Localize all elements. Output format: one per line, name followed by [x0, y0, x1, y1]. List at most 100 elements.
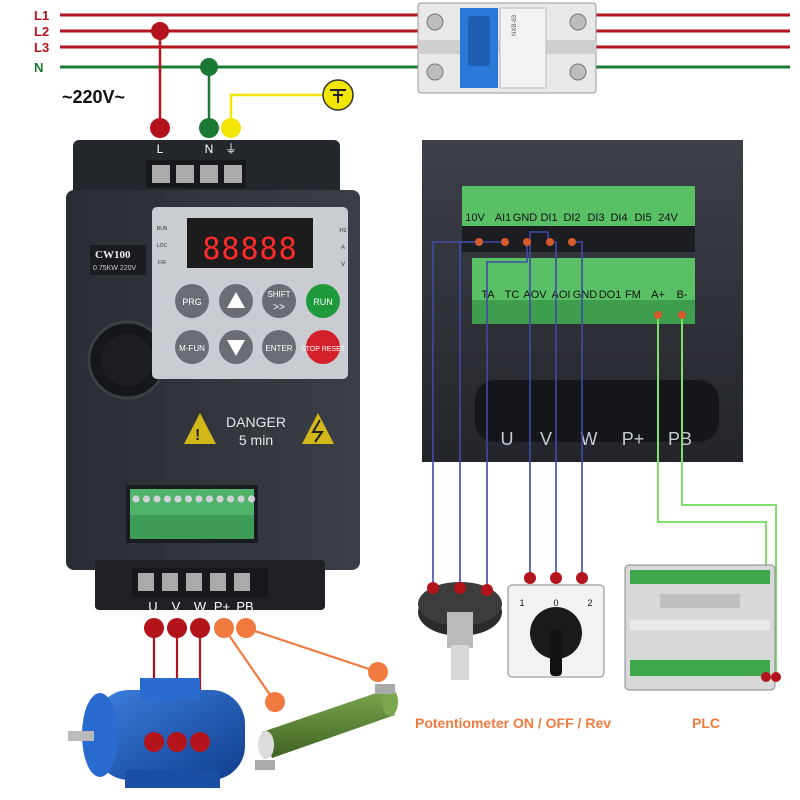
power-terminal-label-0: U	[501, 429, 514, 449]
circuit-breaker: NXB-63	[417, 2, 597, 94]
down-button[interactable]	[219, 330, 253, 364]
unit-led-label-2: V	[341, 262, 345, 268]
bottom-terminal-label-1: TC	[505, 289, 520, 301]
control-terminal-screw	[163, 495, 172, 503]
input-terminal-label-0: L	[157, 142, 164, 156]
plc-caption: PLC	[692, 715, 720, 731]
potentiometer	[418, 582, 502, 680]
power-terminal-label-2: W	[581, 429, 598, 449]
output-terminal-label-3: P+	[214, 599, 230, 614]
bottom-terminal-label-3: AOI	[552, 289, 571, 301]
top-terminal-label-1: AI1	[495, 212, 512, 224]
switch-position-label-2: 2	[587, 598, 592, 608]
up-arrow-icon	[227, 292, 245, 308]
power-terminal-labels: U V W P+ PB	[501, 429, 693, 449]
bottom-terminal-label-2: AOV	[523, 289, 547, 301]
top-terminal-label-8: 24V	[658, 212, 678, 224]
voltage-label: ~220V~	[62, 87, 125, 107]
bottom-terminal-label-6: FM	[625, 289, 641, 301]
top-terminal-label-7: DI5	[634, 212, 651, 224]
unit-led-label-0: Hz	[339, 228, 346, 234]
switch-position-label-0: 1	[519, 598, 524, 608]
svg-text:NXB-63: NXB-63	[512, 14, 518, 36]
top-terminal-label-6: DI4	[610, 212, 627, 224]
shift-button[interactable]: SHIFT >>	[262, 284, 296, 318]
svg-text:PRG: PRG	[182, 297, 202, 307]
control-terminal-screws	[132, 495, 256, 503]
control-terminal-screw	[247, 495, 256, 503]
input-terminal-label-1: N	[205, 142, 214, 156]
control-terminal-screw	[237, 495, 245, 503]
shift-arrow-icon: >>	[273, 302, 285, 313]
output-terminal-label-4: PB	[236, 599, 253, 614]
control-terminal-screw	[153, 495, 161, 503]
control-terminal-screw	[174, 495, 182, 503]
status-led-label-2: F/R	[158, 260, 166, 266]
stop-reset-button[interactable]: STOP RESET	[301, 330, 346, 364]
svg-text:STOP RESET: STOP RESET	[301, 346, 346, 353]
power-terminal-label-1: V	[540, 429, 552, 449]
unit-led-label-1: A	[341, 245, 345, 251]
rating-label: 0.75KW 220V	[93, 265, 137, 272]
run-button[interactable]: RUN	[306, 284, 340, 318]
bottom-terminal-label-8: B-	[677, 289, 688, 301]
status-led-label-0: RUN	[157, 226, 168, 232]
danger-label: DANGER	[226, 414, 286, 430]
junction-n	[200, 58, 218, 76]
svg-text:M-FUN: M-FUN	[179, 344, 205, 353]
label-n: N	[34, 60, 43, 75]
input-wiring	[150, 22, 354, 138]
bottom-terminal-label-7: A+	[651, 289, 665, 301]
bottom-terminal-label-0: TA	[481, 289, 495, 301]
label-l1: L1	[34, 8, 49, 23]
led-display	[187, 218, 313, 268]
warning-icon	[184, 413, 216, 444]
svg-text:RUN: RUN	[313, 297, 333, 307]
vfd-input-labels: L N ⏚	[157, 142, 237, 156]
switch-position-label-1: 0	[553, 598, 558, 608]
danger-time-label: 5 min	[239, 432, 273, 448]
top-terminal-label-2: GND	[513, 212, 538, 224]
control-terminal-screw	[195, 495, 203, 503]
down-arrow-icon	[227, 340, 245, 356]
shock-warning-icon	[302, 413, 334, 444]
top-terminal-label-5: DI3	[587, 212, 604, 224]
motor	[68, 678, 245, 788]
plc-module	[624, 564, 781, 691]
input-terminal-label-2: ⏚	[225, 142, 237, 156]
top-terminal-label-4: DI2	[563, 212, 580, 224]
prg-button[interactable]: PRG	[175, 284, 209, 318]
control-terminal-screw	[226, 495, 235, 503]
svg-text:ENTER: ENTER	[265, 344, 292, 353]
top-terminal-label-0: 10V	[465, 212, 485, 224]
control-terminal-screw	[216, 495, 224, 503]
control-terminal-screw	[132, 495, 140, 503]
power-terminal-label-3: P+	[622, 429, 645, 449]
rotary-switch	[507, 572, 605, 678]
enter-button[interactable]: ENTER	[262, 330, 296, 364]
brake-resistor	[255, 662, 398, 770]
svg-text:SHIFT: SHIFT	[267, 290, 290, 299]
up-button[interactable]	[219, 284, 253, 318]
top-terminal-label-3: DI1	[540, 212, 557, 224]
display-readout: 88888	[202, 232, 297, 267]
status-leds: RUN LOC F/R	[157, 226, 168, 266]
vfd-body: !	[66, 140, 360, 610]
potentiometer-caption: Potentiometer ON / OFF / Rev	[415, 715, 611, 731]
power-terminal-label-4: PB	[668, 429, 692, 449]
output-terminal-label-1: V	[172, 599, 181, 614]
switch-position-labels: 1 0 2	[519, 598, 592, 608]
bottom-terminal-label-5: DO1	[599, 289, 622, 301]
control-terminal-screw	[142, 495, 151, 503]
mfun-button[interactable]: M-FUN	[175, 330, 209, 364]
bottom-terminal-label-4: GND	[573, 289, 598, 301]
junction-l2	[151, 22, 169, 40]
status-led-label-1: LOC	[157, 243, 168, 249]
output-terminal-label-2: W	[194, 599, 207, 614]
model-label: CW100	[95, 249, 131, 261]
label-l2: L2	[34, 24, 49, 39]
